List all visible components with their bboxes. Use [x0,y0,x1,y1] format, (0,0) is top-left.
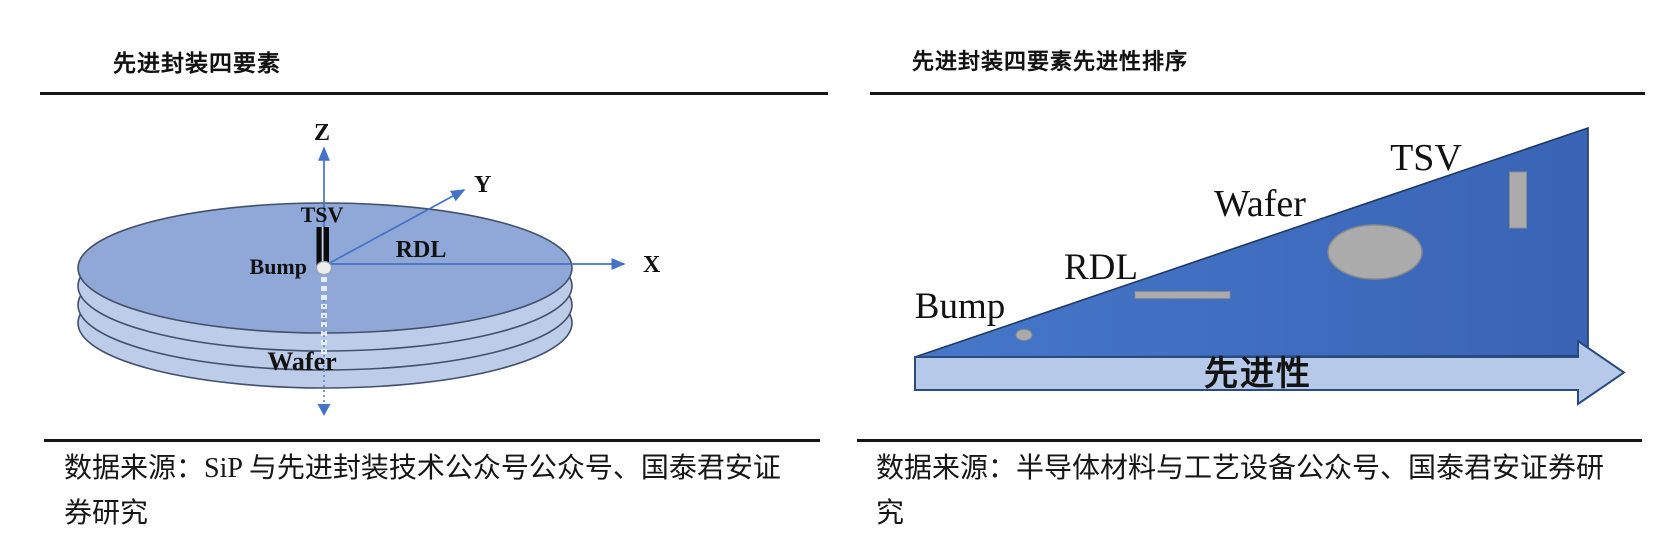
tsv-label: TSV [301,202,344,227]
rdl-line-icon [1134,291,1231,299]
tsv-rect-icon [1509,171,1527,229]
drop-arrowhead [317,404,331,416]
left-panel-title: 先进封装四要素 [113,51,281,76]
ranking-triangle-diagram: Bump RDL Wafer TSV 先进性 [914,126,1626,406]
advancement-arrow [914,339,1626,406]
bump-ball-icon [315,260,333,276]
right-title-rule [870,92,1645,95]
bump-label: Bump [250,254,307,279]
left-source-rule [44,439,820,442]
bump-rank-label: Bump [915,286,1005,327]
rdl-label: RDL [396,237,447,263]
wafer-rank-label: Wafer [1214,183,1306,225]
right-source-text: 数据来源：半导体材料与工艺设备公众号、国泰君安证券研究 [876,453,1605,529]
z-axis-label: Z [314,120,330,146]
wafer-axes-diagram: Z Y X TSV Bump RDL Wafer [77,120,661,416]
bump-dot-icon [1015,329,1033,341]
right-source-rule [857,439,1642,442]
right-panel-title: 先进封装四要素先进性排序 [911,49,1189,74]
y-axis-label: Y [474,172,491,198]
rdl-rank-label: RDL [1064,247,1138,288]
tsv-rank-label: TSV [1390,137,1462,179]
x-axis-label: X [643,252,661,278]
tsv-bar-highlight [321,227,324,266]
left-title-rule [40,92,828,95]
left-source-text: 数据来源：SiP 与先进封装技术公众号公众号、国泰君安证券研究 [64,453,781,529]
ranking-triangle [914,126,1589,358]
wafer-ellipse-icon [1327,224,1423,280]
y-axis [325,189,466,266]
advancement-arrow-label: 先进性 [1204,355,1312,393]
wafer-label: Wafer [267,347,336,376]
